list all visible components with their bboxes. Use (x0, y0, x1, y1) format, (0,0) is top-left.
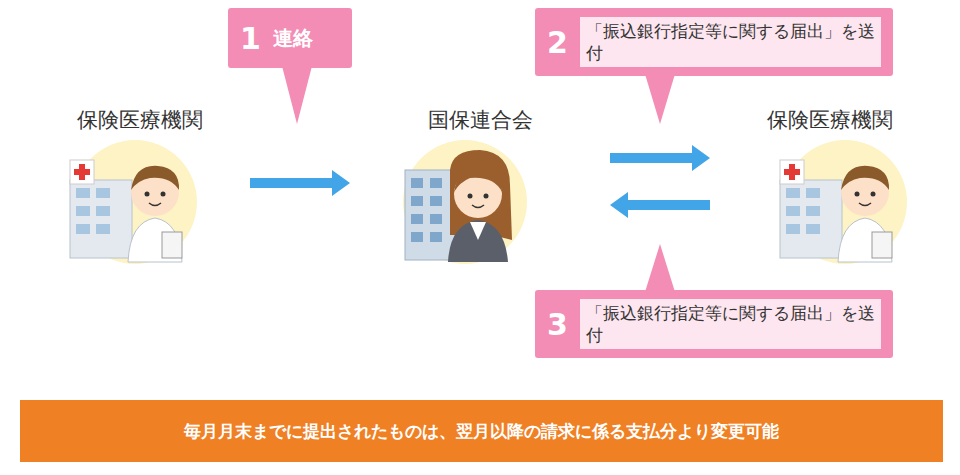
callout-box: 3 「振込銀行指定等に関する届出」を送付 (535, 290, 893, 358)
entity-label: 保険医療機関 (767, 106, 893, 134)
callout-text: 「振込銀行指定等に関する届出」を送付 (580, 17, 881, 67)
entity-box: 保険医療機関 (710, 100, 950, 270)
callout-tail (282, 66, 312, 124)
note-text: 毎月月末までに提出されたものは、翌月以降の請求に係る支払分より変更可能 (184, 420, 779, 443)
entity-box: 国保連合会 (350, 100, 610, 270)
hospital-figure (70, 140, 197, 264)
flow-arrow (610, 192, 710, 218)
entity-label: 国保連合会 (428, 106, 533, 134)
callout-box: 1 連絡 (228, 8, 352, 68)
callout-number: 2 (547, 25, 568, 60)
flow-arrow (250, 170, 350, 196)
federation-figure (403, 140, 527, 264)
callout-tail (645, 74, 675, 124)
entity-label: 保険医療機関 (77, 106, 203, 134)
callout-text: 「振込銀行指定等に関する届出」を送付 (580, 299, 881, 349)
callout-number: 3 (547, 307, 568, 342)
callout-text: 連絡 (273, 25, 313, 52)
note-band: 毎月月末までに提出されたものは、翌月以降の請求に係る支払分より変更可能 (20, 400, 943, 462)
entity-box: 保険医療機関 (30, 100, 250, 270)
callout-box: 2 「振込銀行指定等に関する届出」を送付 (535, 8, 893, 76)
callout-number: 1 (240, 21, 261, 56)
hospital-figure (780, 140, 907, 264)
flow-arrow (610, 145, 710, 171)
callout-tail (645, 244, 675, 292)
